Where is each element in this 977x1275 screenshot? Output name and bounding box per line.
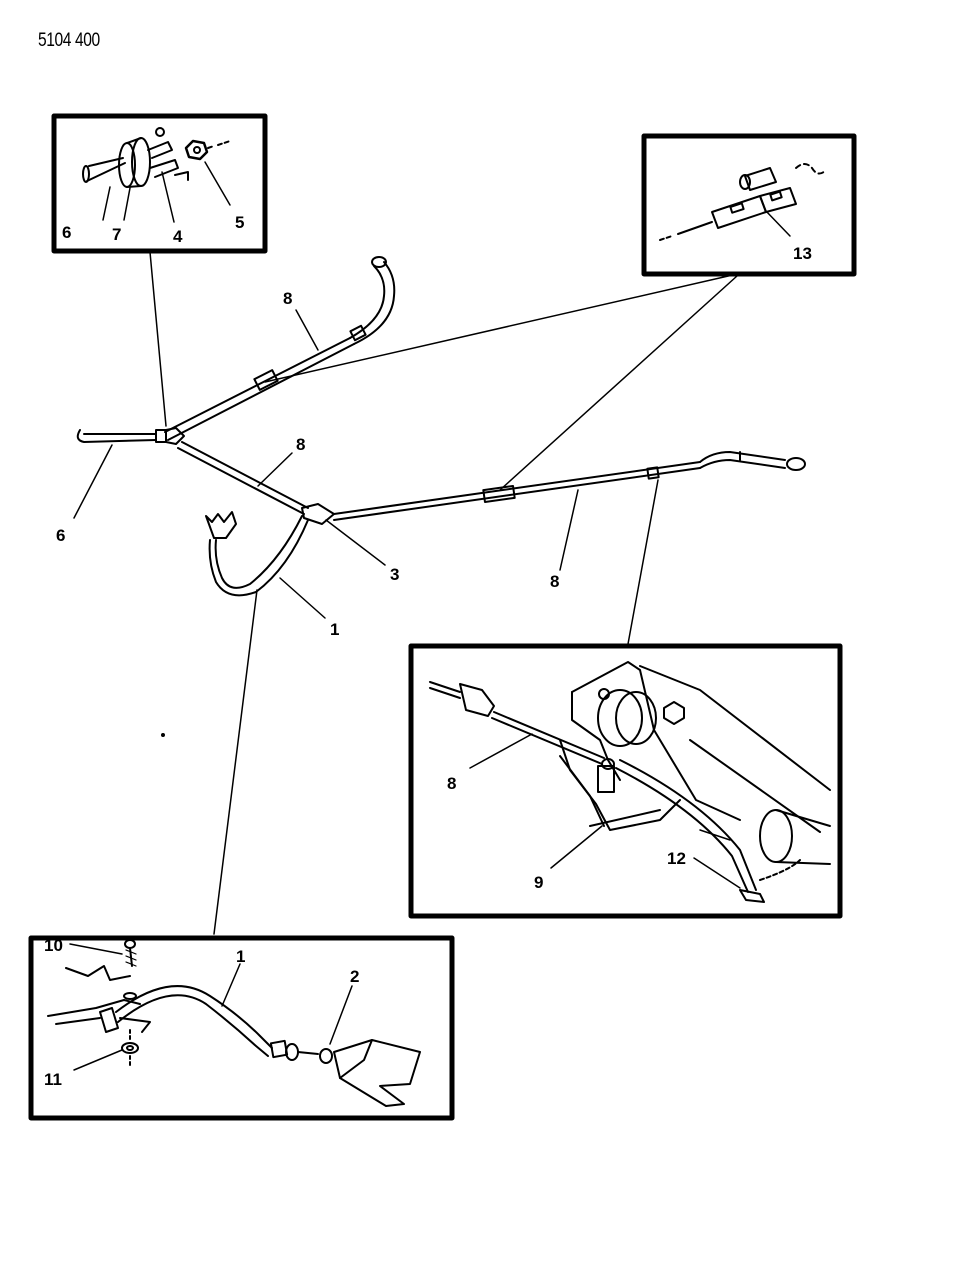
inset-frame	[51, 113, 268, 254]
callout-6: 6	[62, 223, 71, 242]
clevis-assembly-drawing	[82, 127, 231, 223]
callout-8-upper: 8	[283, 289, 292, 308]
leader-line	[295, 309, 319, 351]
callout-8-inset: 8	[447, 774, 456, 793]
leader-line	[69, 943, 123, 955]
main-cable-assembly: 8 8 6 3 8 1	[56, 251, 806, 935]
leader-line	[73, 1049, 123, 1071]
cable-splitter	[301, 503, 335, 525]
front-cable	[205, 511, 309, 597]
leader-line	[264, 273, 738, 383]
inset-frame	[641, 133, 857, 277]
leader-line	[627, 479, 659, 645]
leader-line	[693, 857, 741, 889]
callout-9: 9	[534, 873, 543, 892]
leader-line	[550, 825, 603, 869]
leader-line	[279, 577, 326, 619]
leader-line	[221, 963, 241, 1007]
callout-10: 10	[44, 936, 63, 955]
callout-3: 3	[390, 565, 399, 584]
rear-cable-right	[333, 451, 806, 521]
document-number: 5104 400	[38, 30, 100, 51]
inset-frame	[28, 935, 455, 1121]
leader-line	[257, 452, 293, 487]
scan-mark	[161, 733, 165, 737]
callout-7: 7	[112, 225, 121, 244]
inset-front-cable-mount: 10 1 2 11	[28, 935, 455, 1121]
equalizer-connector	[76, 427, 185, 445]
callout-8-right: 8	[550, 572, 559, 591]
callout-8-middle: 8	[296, 435, 305, 454]
callout-1-inset: 1	[236, 947, 245, 966]
inset-frame	[408, 643, 843, 919]
leader-line	[149, 251, 167, 427]
callout-5: 5	[235, 213, 244, 232]
leader-line	[469, 733, 533, 769]
callout-12: 12	[667, 849, 686, 868]
front-mount-drawing	[47, 939, 421, 1107]
callout-13: 13	[793, 244, 812, 263]
leader-line	[499, 275, 738, 491]
leader-line	[73, 444, 113, 519]
inset-rear-brake: 8 9 12	[408, 643, 843, 919]
callout-4: 4	[173, 227, 183, 246]
rear-cable-left	[164, 256, 396, 441]
inset-cable-clip: 13	[641, 133, 857, 277]
clip-drawing	[659, 163, 827, 241]
inset-lever-clevis: 6 7 4 5	[51, 113, 268, 254]
rear-brake-drawing	[429, 661, 831, 903]
leader-line	[329, 985, 353, 1045]
callout-1-main: 1	[330, 620, 339, 639]
front-cable-segment	[181, 441, 309, 509]
leader-line	[325, 519, 386, 566]
leader-line	[213, 589, 258, 935]
callout-2: 2	[350, 967, 359, 986]
callout-6-main: 6	[56, 526, 65, 545]
leader-line	[559, 489, 579, 571]
callout-11: 11	[44, 1070, 62, 1089]
